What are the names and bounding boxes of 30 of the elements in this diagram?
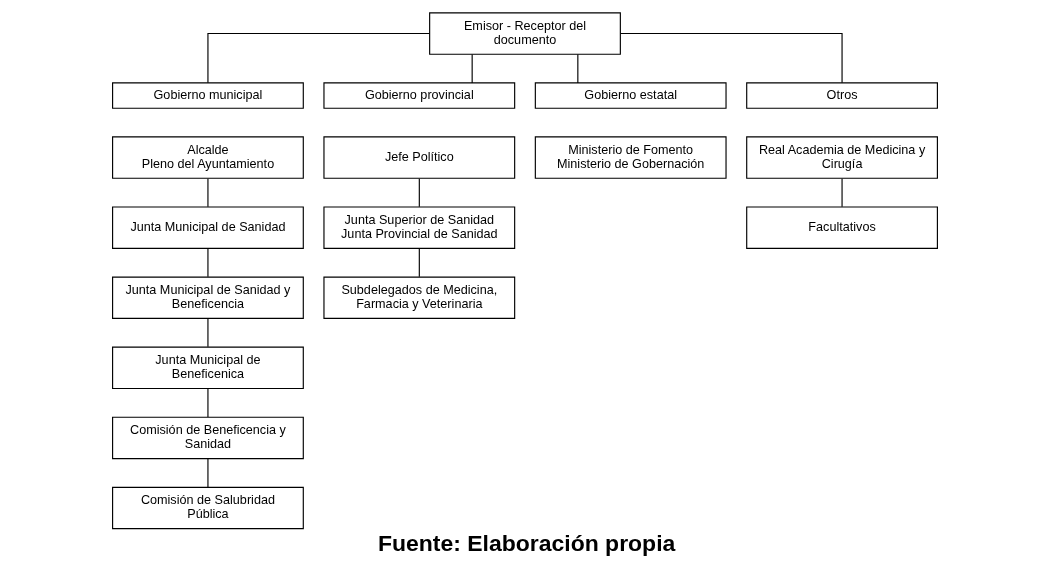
connector xyxy=(207,178,209,208)
node-box: Subdelegados de Medicina, Farmacia y Veterinaria xyxy=(323,276,516,319)
node-box: Gobierno estatal xyxy=(534,82,727,109)
caption: Fuente: Elaboración propia xyxy=(377,529,676,556)
node-box: Gobierno provincial xyxy=(323,82,516,109)
connector xyxy=(207,248,209,278)
connector xyxy=(207,32,431,84)
node-box: Comisión de Beneficencia y Sanidad xyxy=(112,416,304,460)
connector xyxy=(207,388,209,418)
node-box: Junta Superior de Sanidad Junta Provincial de Sanidad xyxy=(323,206,516,249)
connector xyxy=(207,318,209,348)
connector xyxy=(418,178,420,208)
connector xyxy=(471,53,473,84)
node-box: Jefe Político xyxy=(323,136,516,179)
node-box: Alcalde Pleno del Ayuntamiento xyxy=(112,136,304,179)
node-box: Gobierno municipal xyxy=(112,82,304,109)
node-box: Junta Municipal de Sanidad xyxy=(112,206,304,249)
connector xyxy=(418,248,420,278)
node-box: Ministerio de Fomento Ministerio de Gobernación xyxy=(534,136,727,179)
node-box: Comisión de Salubridad Pública xyxy=(112,486,304,530)
connector xyxy=(207,458,209,488)
connector xyxy=(619,32,843,84)
node-box: Junta Municipal de Sanidad y Beneficencia xyxy=(112,276,304,319)
node-box: Facultativos xyxy=(746,206,938,249)
node-box: Real Academia de Medicina y Cirugía xyxy=(746,136,938,179)
node-box: Junta Municipal de Beneficenica xyxy=(112,346,304,390)
node-box: Emisor - Receptor del documento xyxy=(429,12,621,55)
connector xyxy=(841,178,843,208)
connector xyxy=(577,53,579,84)
node-box: Otros xyxy=(746,82,938,109)
